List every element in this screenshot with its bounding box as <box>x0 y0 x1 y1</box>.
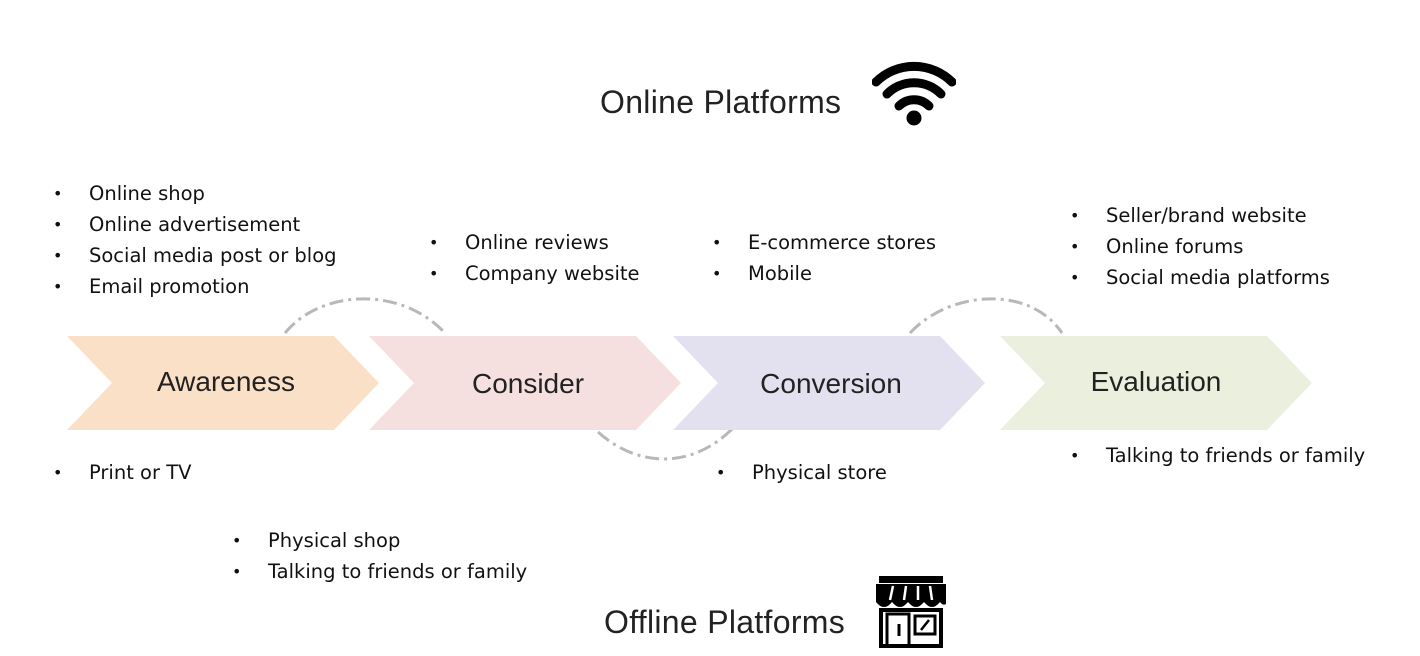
storefront-icon <box>876 576 946 648</box>
list-item: Online forums <box>1070 231 1330 262</box>
flow-curve-online-1 <box>283 297 447 335</box>
offline-platforms-heading: Offline Platforms <box>604 604 846 640</box>
stage-chevron-conversion <box>673 336 985 430</box>
list-item: Talking to friends or family <box>1070 440 1365 471</box>
list-item: Email promotion <box>53 271 337 302</box>
offline-list-evaluation: Talking to friends or family <box>1070 440 1365 471</box>
offline-list-conversion: Physical store <box>716 457 887 488</box>
online-list-evaluation: Seller/brand website Online forums Socia… <box>1070 200 1330 293</box>
flow-curves <box>283 297 1064 461</box>
list-item: Seller/brand website <box>1070 200 1330 231</box>
offline-list-awareness: Print or TV <box>53 457 191 488</box>
list-item: Social media platforms <box>1070 262 1330 293</box>
list-item: Social media post or blog <box>53 240 337 271</box>
online-list-awareness: Online shop Online advertisement Social … <box>53 178 337 302</box>
list-item: Online shop <box>53 178 337 209</box>
list-item: Physical store <box>716 457 887 488</box>
stage-label-conversion: Conversion <box>760 368 902 399</box>
stage-label-awareness: Awareness <box>156 366 296 397</box>
list-item: Online reviews <box>429 227 640 258</box>
online-list-conversion: E-commerce stores Mobile <box>712 227 936 289</box>
stage-chevrons <box>67 336 1312 430</box>
offline-list-consider: Physical shop Talking to friends or fami… <box>232 525 527 587</box>
stage-chevron-evaluation <box>1000 336 1312 430</box>
stage-label-evaluation: Evaluation <box>1090 366 1222 397</box>
stage-chevron-consider <box>369 336 681 430</box>
flow-curve-online-2 <box>908 297 1064 335</box>
stage-label-consider: Consider <box>471 368 585 399</box>
stage-chevron-awareness <box>67 336 379 430</box>
list-item: Mobile <box>712 258 936 289</box>
list-item: Physical shop <box>232 525 527 556</box>
list-item: E-commerce stores <box>712 227 936 258</box>
list-item: Online advertisement <box>53 209 337 240</box>
list-item: Company website <box>429 258 640 289</box>
list-item: Print or TV <box>53 457 191 488</box>
list-item: Talking to friends or family <box>232 556 527 587</box>
online-list-consider: Online reviews Company website <box>429 227 640 289</box>
wifi-icon <box>872 61 956 126</box>
flow-curve-offline <box>596 417 744 461</box>
online-platforms-heading: Online Platforms <box>600 84 842 120</box>
